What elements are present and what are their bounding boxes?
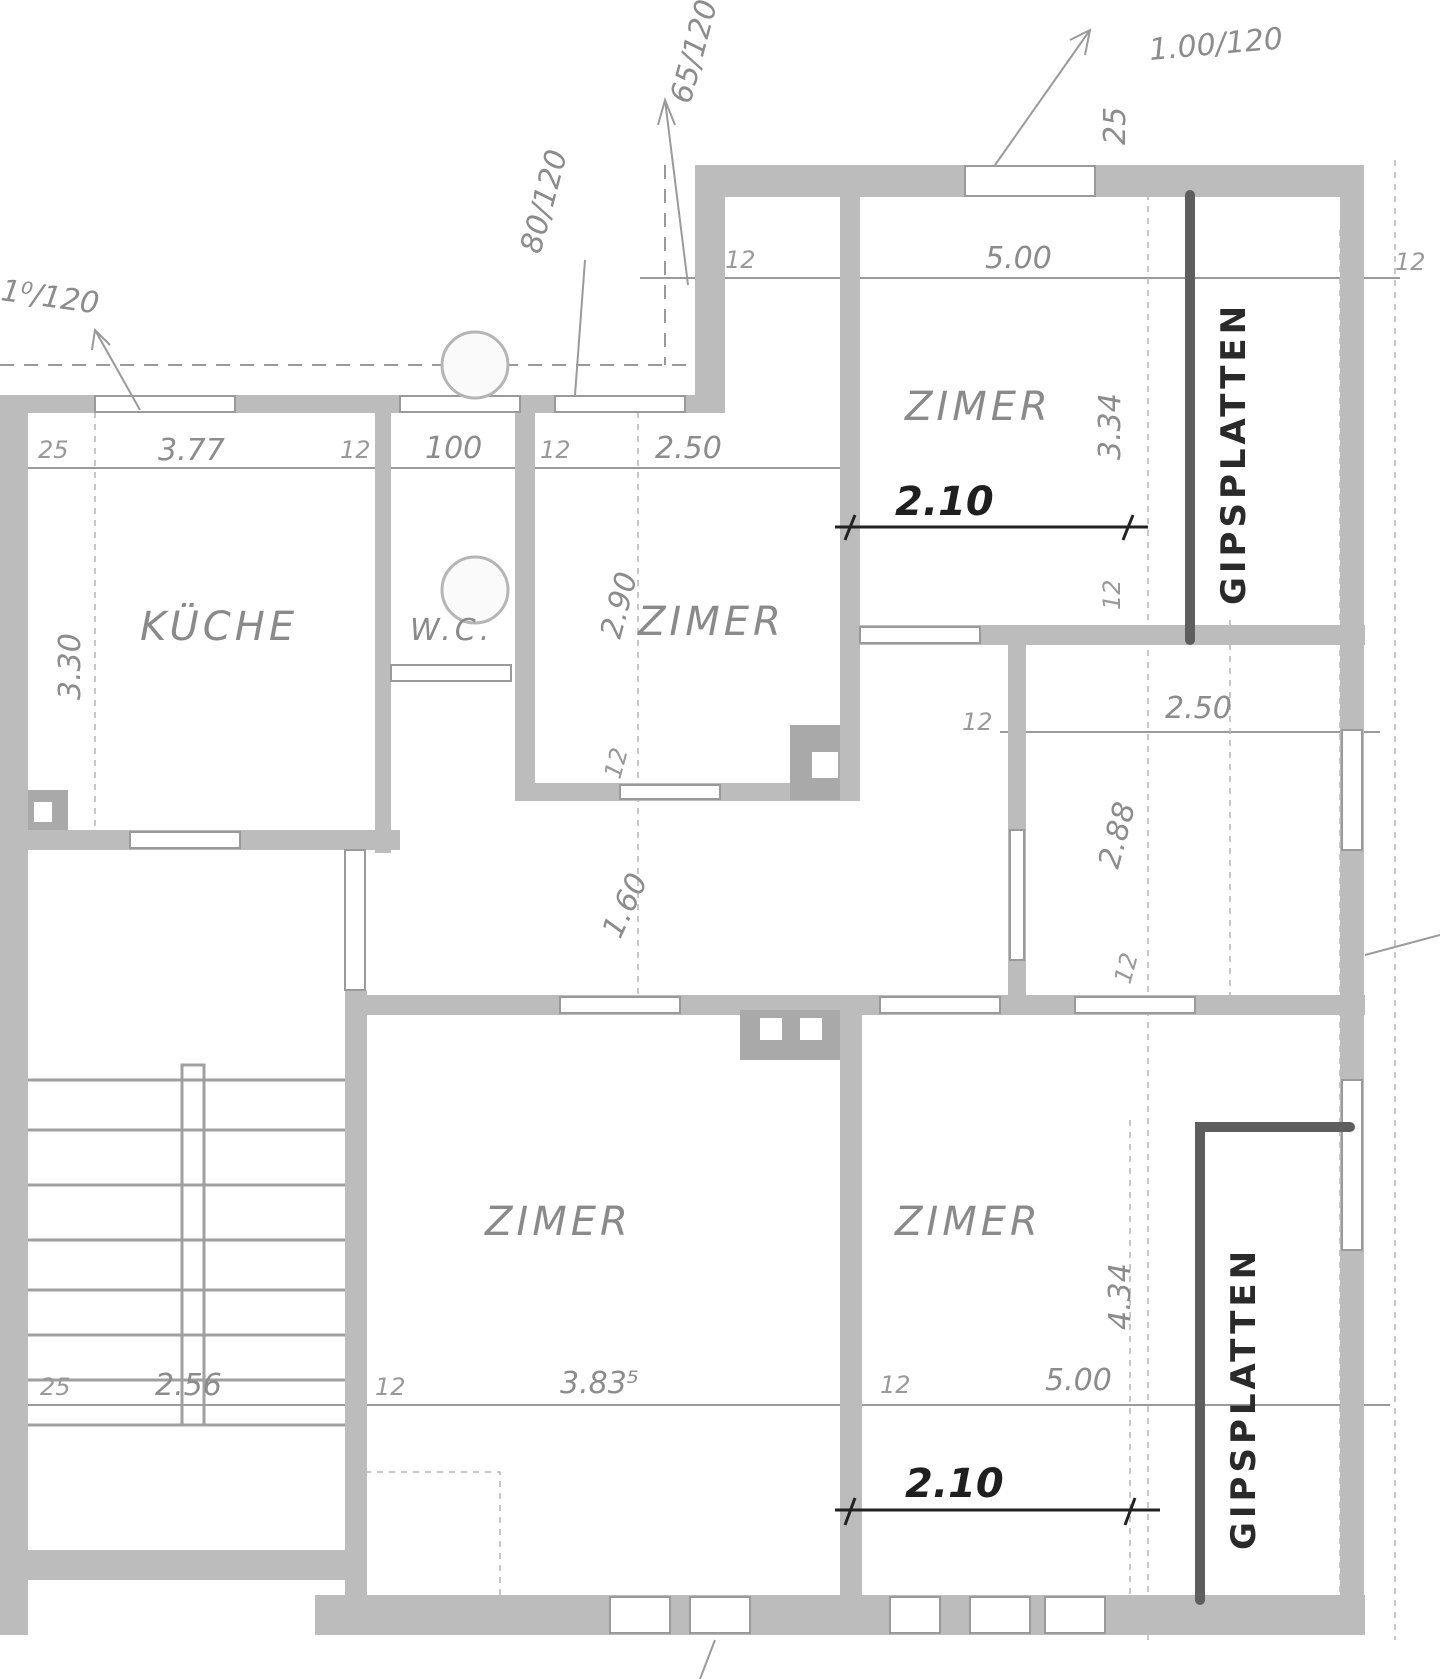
window-arrows [91,28,1092,1679]
gipsplatten-label-bottom: GIPSPLATTEN [1224,1247,1264,1550]
room-label-kueche: KÜCHE [140,602,298,650]
svg-text:2.56: 2.56 [155,1368,222,1403]
svg-text:3.77: 3.77 [158,433,225,468]
dimension-labels-top-row: 25 3.77 12 100 12 2.50 [38,431,722,468]
room-label-zimmer-mid: ZIMER [637,599,785,645]
room-label-zimmer-bottom-right: ZIMER [894,1199,1042,1245]
ink-dimension-top [835,514,1148,541]
svg-text:2.50: 2.50 [1165,691,1232,726]
svg-text:12: 12 [375,1373,406,1401]
svg-text:12: 12 [540,436,571,464]
ink-dimension-bottom-label: 2.10 [905,1461,1004,1507]
gipsplatten-label-top: GIPSPLATTEN [1214,302,1254,605]
svg-text:25: 25 [1098,107,1133,145]
room-label-zimmer-bottom-mid: ZIMER [484,1199,632,1245]
dimension-labels-right-mid: 12 2.50 2.88 12 [962,691,1232,987]
svg-text:12: 12 [1109,950,1144,987]
svg-text:25: 25 [40,1373,71,1401]
dimension-kueche-height: 3.30 [53,633,88,700]
svg-text:12: 12 [962,708,993,736]
svg-text:2.50: 2.50 [655,431,722,466]
ink-dimension-top-label: 2.10 [895,479,994,525]
svg-text:5.00: 5.00 [985,241,1052,276]
dimension-bottom-right-height: 4.34 [1103,1263,1138,1330]
room-label-zimmer-top-right: ZIMER [904,384,1052,430]
svg-text:12: 12 [725,246,756,274]
dimension-hall-height: 1.60 [596,868,656,943]
staircase [28,1063,345,1427]
svg-text:25: 25 [38,436,69,464]
svg-text:3.83⁵: 3.83⁵ [560,1366,639,1401]
dimension-labels-bottom-row: 25 2.56 12 3.83⁵ 12 5.00 [40,1363,1112,1403]
dimension-labels-top-right: 12 5.00 12 25 3.34 12 [725,107,1426,610]
gipsplatten-wall-bottom [1195,1122,1355,1605]
svg-text:5.00: 5.00 [1045,1363,1112,1398]
svg-text:2.88: 2.88 [1092,798,1143,872]
window-annotation-65: 65/120 [664,0,725,107]
svg-text:12: 12 [1098,579,1126,610]
svg-text:12: 12 [340,436,371,464]
punch-hole [440,555,510,625]
window-annotation-100: 1.00/120 [1148,21,1285,68]
svg-text:12: 12 [880,1371,911,1399]
room-label-wc: W.C. [410,613,493,648]
svg-text:12: 12 [1395,248,1426,276]
punch-hole [440,330,510,400]
window-annotation-80: 80/120 [514,146,575,257]
ink-dimension-bottom [835,1497,1160,1526]
openings [94,165,1363,1634]
dimension-zimmer-mid-wall: 12 [599,745,634,782]
svg-text:100: 100 [425,431,482,466]
svg-text:3.34: 3.34 [1093,393,1128,460]
window-annotation-left: 1⁰/120 [0,273,101,321]
